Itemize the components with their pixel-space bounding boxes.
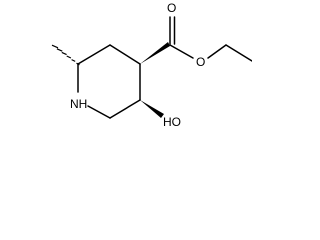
carbonyl-oxygen-label: O — [167, 1, 176, 15]
ring-bond-c6-n1 — [87, 105, 111, 119]
ethyl-bond-o-ch2 — [207, 44, 227, 59]
ester-oxygen-label: O — [196, 55, 205, 69]
chemical-structure-diagram: O O NH HO — [51, 1, 252, 129]
ethyl-bond-ch2-ch3 — [225, 44, 252, 62]
hydroxyl-label: HO — [163, 115, 181, 129]
wedge-bond-c4-carboxyl — [140, 42, 170, 64]
ring-bond-c2-c3 — [77, 44, 111, 65]
hashed-bond-c2-methyl — [51, 44, 80, 66]
ester-bond-c-o — [169, 44, 194, 59]
atom-labels: O O NH HO — [70, 1, 205, 129]
ring-bond-c3-c4 — [109, 44, 141, 65]
wedge-bond-c5-hydroxyl — [140, 100, 164, 118]
bonds — [51, 16, 252, 119]
ring-nitrogen-label: NH — [70, 97, 87, 111]
ring-bond-c5-c6 — [109, 99, 141, 119]
